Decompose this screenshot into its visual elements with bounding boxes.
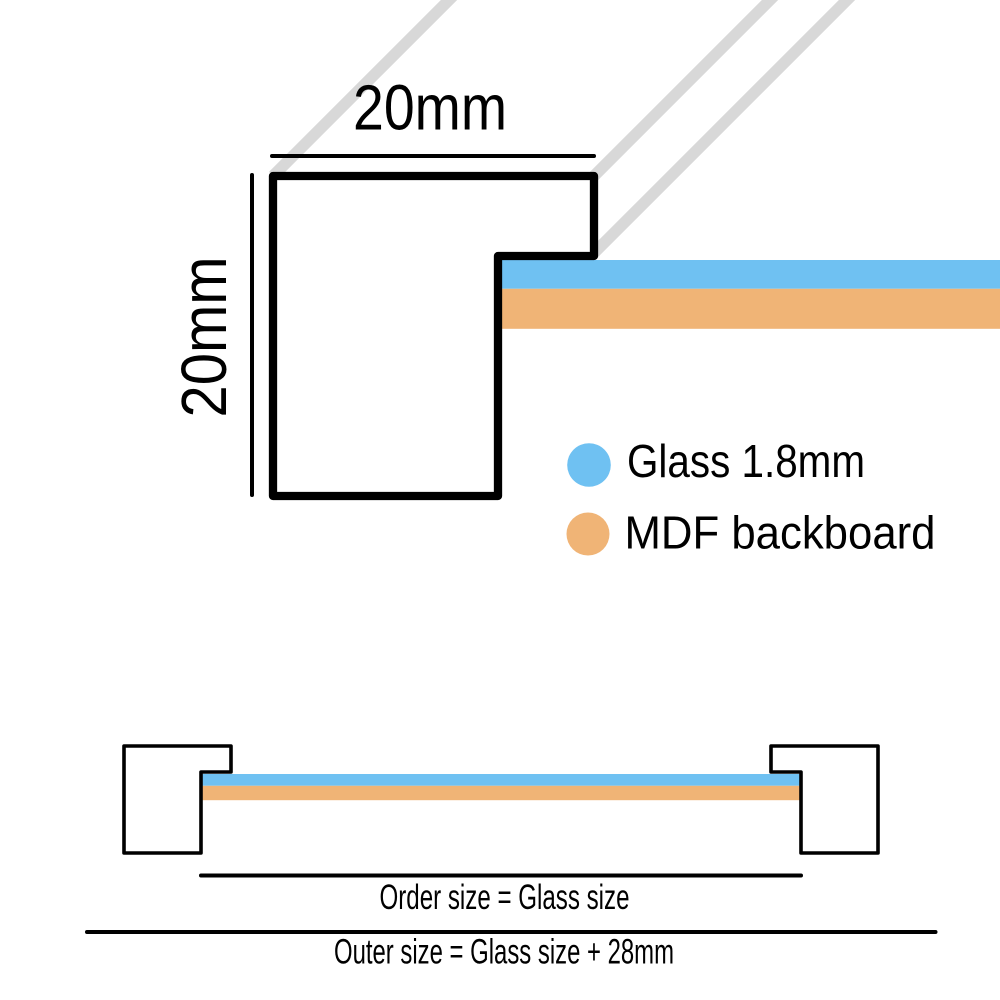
svg-text:20mm: 20mm — [353, 72, 507, 144]
svg-text:MDF backboard: MDF backboard — [625, 507, 936, 559]
svg-text:Order size = Glass size: Order size = Glass size — [380, 878, 630, 917]
svg-text:Outer size = Glass size + 28mm: Outer size = Glass size + 28mm — [334, 933, 674, 972]
svg-text:Glass 1.8mm: Glass 1.8mm — [627, 435, 865, 487]
svg-text:20mm: 20mm — [168, 257, 240, 418]
